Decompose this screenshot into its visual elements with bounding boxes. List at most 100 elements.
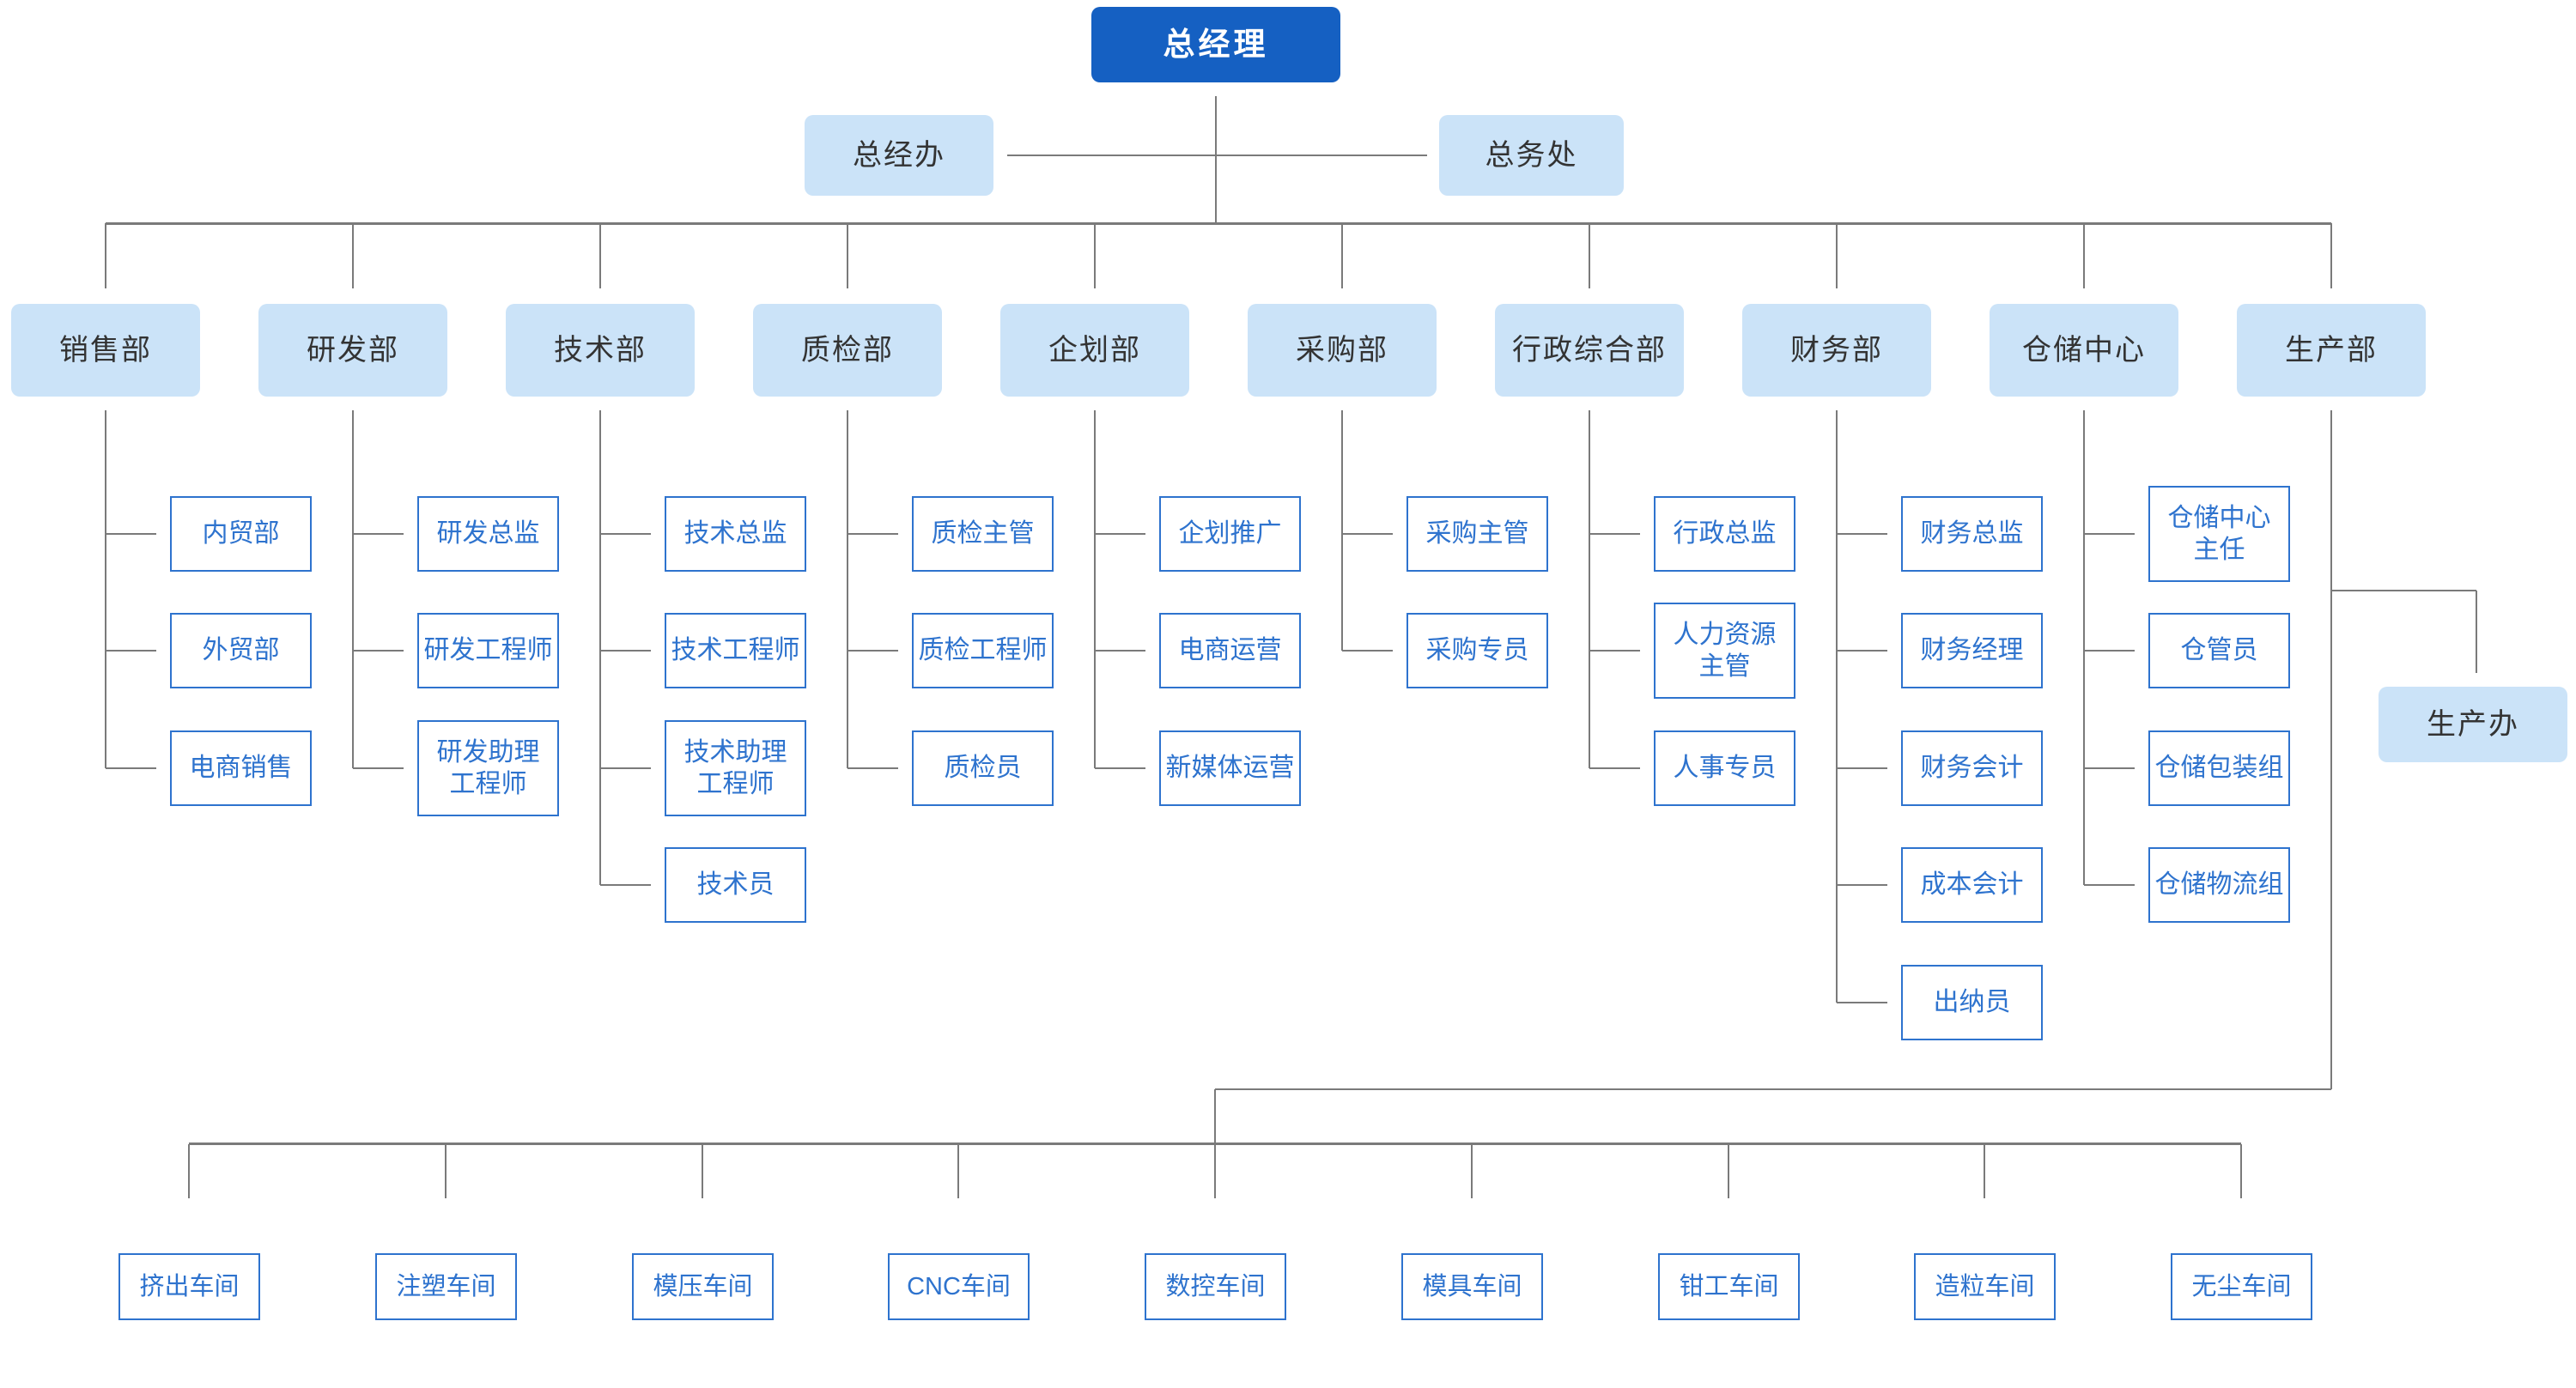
connector-line bbox=[1341, 223, 1343, 288]
connector-line bbox=[2084, 884, 2135, 886]
connector-line bbox=[1214, 1089, 1216, 1143]
connector-line bbox=[599, 223, 601, 288]
connector-line bbox=[1984, 1144, 1985, 1198]
workshop-node-dust-free[interactable]: 无尘车间 bbox=[2171, 1253, 2312, 1320]
workshop-node-molding[interactable]: 模压车间 bbox=[632, 1253, 774, 1320]
connector-line bbox=[1589, 533, 1640, 535]
connector-line bbox=[957, 1144, 959, 1198]
sub-node-finance-2[interactable]: 财务会计 bbox=[1901, 730, 2043, 806]
sub-node-admin-1[interactable]: 人力资源 主管 bbox=[1654, 603, 1795, 699]
dept-node-qc[interactable]: 质检部 bbox=[753, 304, 942, 397]
connector-line bbox=[848, 533, 898, 535]
connector-line bbox=[1095, 767, 1145, 769]
connector-line bbox=[353, 533, 404, 535]
connector-line bbox=[1215, 96, 1217, 223]
sub-node-warehouse-1[interactable]: 仓管员 bbox=[2148, 613, 2290, 688]
production-office-node[interactable]: 生产办 bbox=[2379, 687, 2567, 762]
secondary-node-gm-office[interactable]: 总经办 bbox=[805, 115, 993, 196]
sub-node-sales-0[interactable]: 内贸部 bbox=[170, 496, 312, 572]
sub-node-finance-3[interactable]: 成本会计 bbox=[1901, 847, 2043, 923]
root-node[interactable]: 总经理 bbox=[1091, 7, 1340, 82]
workshop-node-fitter[interactable]: 钳工车间 bbox=[1658, 1253, 1800, 1320]
sub-node-finance-1[interactable]: 财务经理 bbox=[1901, 613, 2043, 688]
sub-node-warehouse-3[interactable]: 仓储物流组 bbox=[2148, 847, 2290, 923]
dept-node-rnd[interactable]: 研发部 bbox=[258, 304, 447, 397]
connector-line bbox=[702, 1144, 703, 1198]
connector-line bbox=[2330, 410, 2332, 1089]
connector-line bbox=[1728, 1144, 1729, 1198]
connector-line bbox=[1837, 1002, 1887, 1003]
connector-line bbox=[2331, 590, 2476, 591]
connector-line bbox=[2240, 1144, 2242, 1198]
sub-node-tech-1[interactable]: 技术工程师 bbox=[665, 613, 806, 688]
connector-line bbox=[1471, 1144, 1473, 1198]
sub-node-rnd-1[interactable]: 研发工程师 bbox=[417, 613, 559, 688]
connector-line bbox=[106, 767, 156, 769]
sub-node-procurement-1[interactable]: 采购专员 bbox=[1406, 613, 1548, 688]
sub-node-finance-0[interactable]: 财务总监 bbox=[1901, 496, 2043, 572]
sub-node-tech-3[interactable]: 技术员 bbox=[665, 847, 806, 923]
connector-line bbox=[600, 884, 651, 886]
connector-line bbox=[1341, 410, 1343, 651]
sub-node-qc-1[interactable]: 质检工程师 bbox=[912, 613, 1054, 688]
connector-line bbox=[2084, 650, 2135, 652]
connector-line bbox=[1342, 650, 1393, 652]
connector-line bbox=[188, 1144, 190, 1198]
connector-line bbox=[1837, 650, 1887, 652]
connector-line bbox=[105, 410, 106, 768]
sub-node-sales-2[interactable]: 电商销售 bbox=[170, 730, 312, 806]
sub-node-planning-2[interactable]: 新媒体运营 bbox=[1159, 730, 1301, 806]
connector-line bbox=[1007, 155, 1427, 156]
connector-line bbox=[848, 767, 898, 769]
connector-line bbox=[848, 650, 898, 652]
dept-node-warehouse[interactable]: 仓储中心 bbox=[1990, 304, 2178, 397]
connector-line bbox=[1837, 767, 1887, 769]
secondary-node-general-affairs[interactable]: 总务处 bbox=[1439, 115, 1624, 196]
connector-line bbox=[600, 767, 651, 769]
dept-node-production[interactable]: 生产部 bbox=[2237, 304, 2426, 397]
connector-line bbox=[2084, 533, 2135, 535]
connector-line bbox=[847, 410, 848, 768]
sub-node-rnd-2[interactable]: 研发助理 工程师 bbox=[417, 720, 559, 816]
connector-line bbox=[847, 223, 848, 288]
sub-node-warehouse-2[interactable]: 仓储包装组 bbox=[2148, 730, 2290, 806]
connector-line bbox=[599, 410, 601, 885]
connector-line bbox=[1215, 1088, 2331, 1090]
sub-node-planning-0[interactable]: 企划推广 bbox=[1159, 496, 1301, 572]
workshop-node-nc[interactable]: 数控车间 bbox=[1145, 1253, 1286, 1320]
workshop-node-injection[interactable]: 注塑车间 bbox=[375, 1253, 517, 1320]
connector-line bbox=[352, 223, 354, 288]
sub-node-warehouse-0[interactable]: 仓储中心 主任 bbox=[2148, 486, 2290, 582]
connector-line bbox=[1837, 884, 1887, 886]
sub-node-tech-0[interactable]: 技术总监 bbox=[665, 496, 806, 572]
sub-node-qc-2[interactable]: 质检员 bbox=[912, 730, 1054, 806]
connector-line bbox=[1589, 410, 1590, 768]
dept-node-sales[interactable]: 销售部 bbox=[11, 304, 200, 397]
sub-node-sales-1[interactable]: 外贸部 bbox=[170, 613, 312, 688]
connector-line bbox=[1836, 223, 1838, 288]
sub-node-admin-0[interactable]: 行政总监 bbox=[1654, 496, 1795, 572]
connector-line bbox=[106, 221, 2331, 225]
sub-node-finance-4[interactable]: 出纳员 bbox=[1901, 965, 2043, 1040]
workshop-node-cnc[interactable]: CNC车间 bbox=[888, 1253, 1030, 1320]
sub-node-tech-2[interactable]: 技术助理 工程师 bbox=[665, 720, 806, 816]
dept-node-procurement[interactable]: 采购部 bbox=[1248, 304, 1437, 397]
workshop-node-mold[interactable]: 模具车间 bbox=[1401, 1253, 1543, 1320]
dept-node-planning[interactable]: 企划部 bbox=[1000, 304, 1189, 397]
sub-node-rnd-0[interactable]: 研发总监 bbox=[417, 496, 559, 572]
workshop-node-extrusion[interactable]: 挤出车间 bbox=[118, 1253, 260, 1320]
dept-node-admin[interactable]: 行政综合部 bbox=[1495, 304, 1684, 397]
dept-node-tech[interactable]: 技术部 bbox=[506, 304, 695, 397]
sub-node-qc-0[interactable]: 质检主管 bbox=[912, 496, 1054, 572]
connector-line bbox=[2476, 591, 2477, 673]
connector-line bbox=[1589, 767, 1640, 769]
connector-line bbox=[445, 1144, 447, 1198]
connector-line bbox=[106, 650, 156, 652]
sub-node-procurement-0[interactable]: 采购主管 bbox=[1406, 496, 1548, 572]
workshop-node-granulation[interactable]: 造粒车间 bbox=[1914, 1253, 2056, 1320]
sub-node-planning-1[interactable]: 电商运营 bbox=[1159, 613, 1301, 688]
sub-node-admin-2[interactable]: 人事专员 bbox=[1654, 730, 1795, 806]
dept-node-finance[interactable]: 财务部 bbox=[1742, 304, 1931, 397]
connector-line bbox=[1342, 533, 1393, 535]
